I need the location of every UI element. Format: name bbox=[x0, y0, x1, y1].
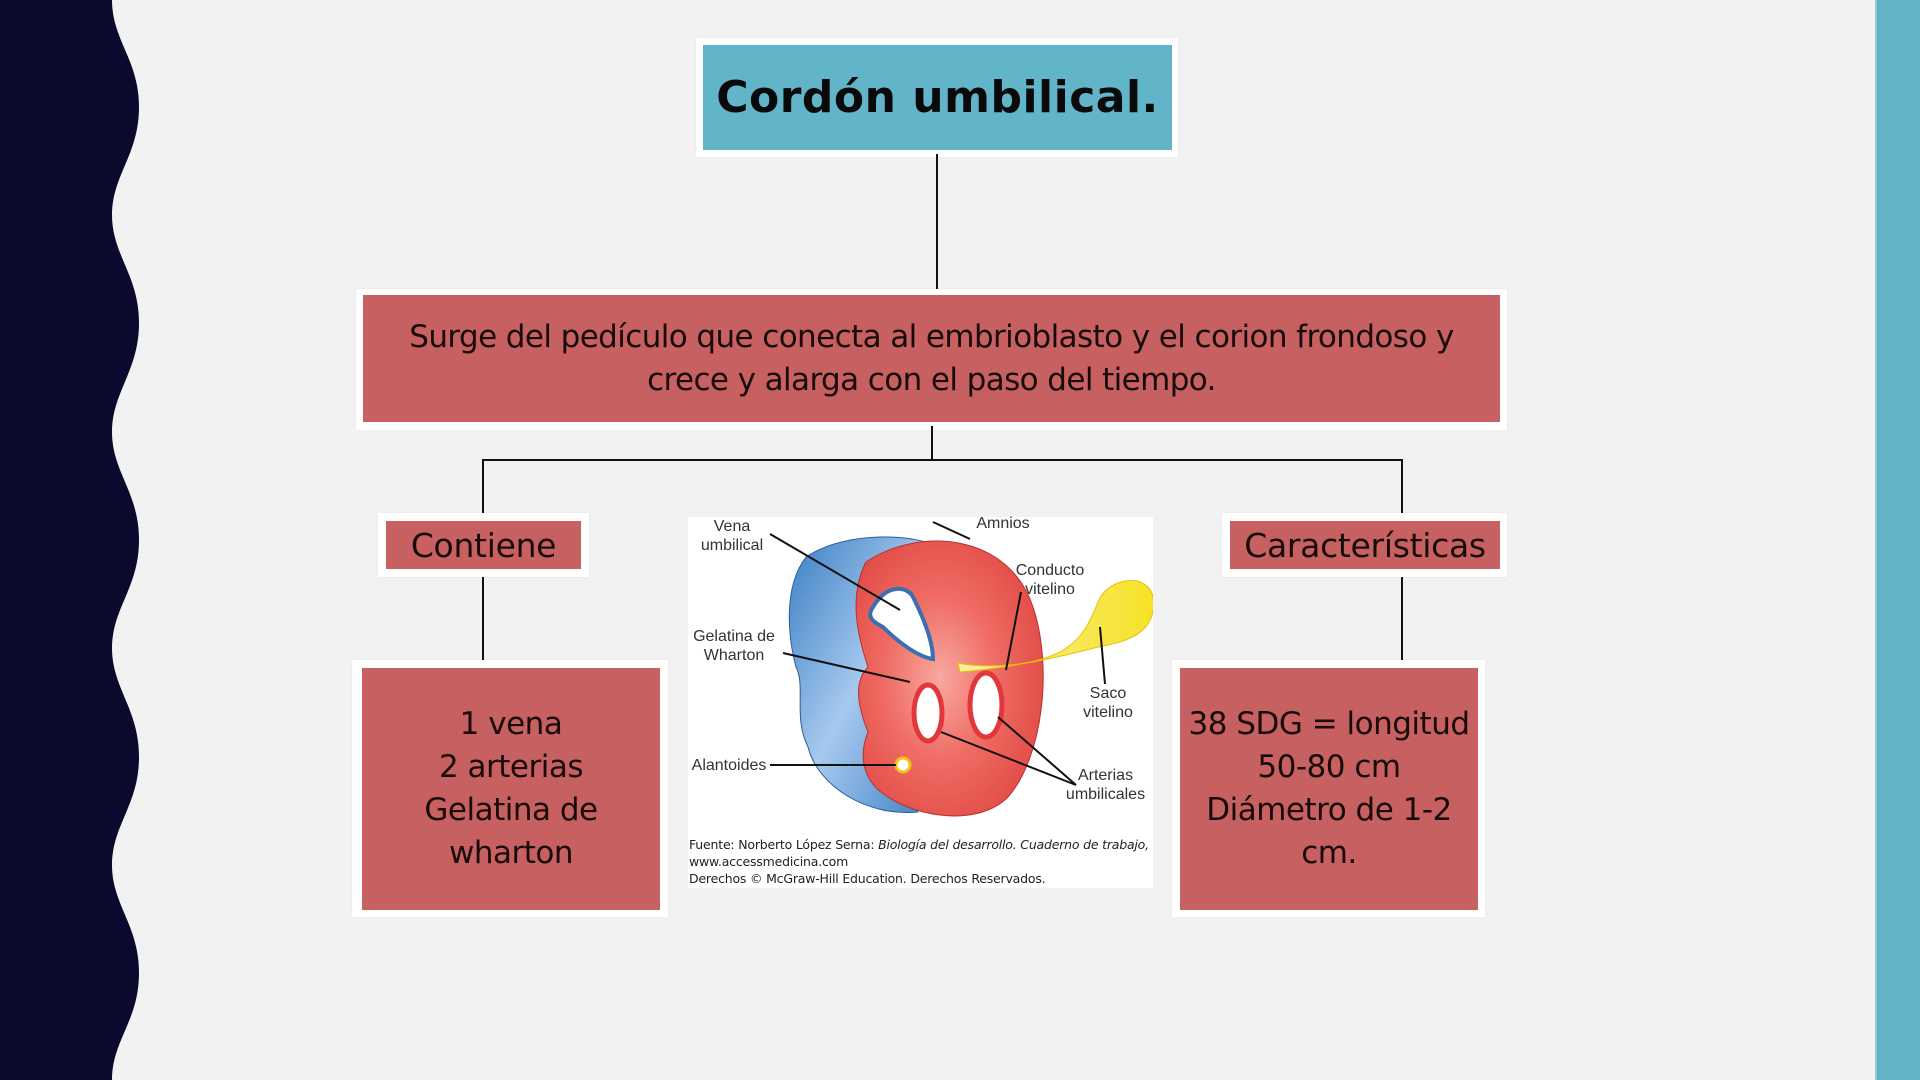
connector-main-down bbox=[931, 426, 933, 461]
figure-caption: Fuente: Norberto López Serna: Biología d… bbox=[689, 836, 1151, 887]
contiene-label-box: Contiene bbox=[386, 521, 581, 569]
caption-rights: Derechos © McGraw-Hill Education. Derech… bbox=[689, 871, 1046, 886]
connector-left-down bbox=[482, 459, 484, 514]
main-description-box: Surge del pedículo que conecta al embrio… bbox=[363, 295, 1500, 422]
label-arterias-umbilicales: Arterias umbilicales bbox=[1065, 767, 1146, 803]
caption-source-title: Biología del desarrollo. Cuaderno de tra… bbox=[878, 837, 1149, 852]
caption-url: www.accessmedicina.com bbox=[689, 854, 849, 869]
caracteristicas-content-text: 38 SDG = longitud 50-80 cm Diámetro de 1… bbox=[1188, 706, 1470, 871]
cord-cross-section-illustration bbox=[769, 521, 1153, 817]
caracteristicas-content-box: 38 SDG = longitud 50-80 cm Diámetro de 1… bbox=[1180, 668, 1478, 910]
caracteristicas-label-box: Características bbox=[1230, 521, 1500, 569]
connector-contiene-content bbox=[482, 577, 484, 661]
label-saco-vitelino: Saco vitelino bbox=[1083, 685, 1133, 721]
label-alantoides: Alantoides bbox=[691, 757, 767, 774]
label-conducto-vitelino: Conducto vitelino bbox=[1015, 562, 1085, 598]
label-gelatina-wharton: Gelatina de Wharton bbox=[693, 628, 775, 664]
connector-right-down bbox=[1401, 459, 1403, 514]
caption-source-prefix: Fuente: Norberto López Serna: bbox=[689, 837, 879, 852]
connector-title-main bbox=[936, 154, 938, 290]
contiene-label: Contiene bbox=[410, 525, 557, 565]
contiene-content-box: 1 vena 2 arterias Gelatina de wharton bbox=[362, 668, 660, 910]
main-description-text: Surge del pedículo que conecta al embrio… bbox=[409, 318, 1454, 398]
connector-horizontal bbox=[483, 459, 1403, 461]
label-vena-umbilical: Vena umbilical bbox=[700, 518, 764, 554]
contiene-content-text: 1 vena 2 arterias Gelatina de wharton bbox=[424, 706, 598, 871]
label-amnios: Amnios bbox=[976, 515, 1030, 532]
umbilical-cord-diagram: Vena umbilical Amnios Conducto vitelino … bbox=[688, 515, 1153, 888]
caracteristicas-label: Características bbox=[1244, 525, 1486, 565]
page-title: Cordón umbilical. bbox=[716, 72, 1159, 123]
left-wave-decoration bbox=[0, 0, 139, 1080]
title-box: Cordón umbilical. bbox=[703, 45, 1172, 150]
right-accent-bar bbox=[1875, 0, 1920, 1080]
connector-caracteristicas-content bbox=[1401, 577, 1403, 661]
